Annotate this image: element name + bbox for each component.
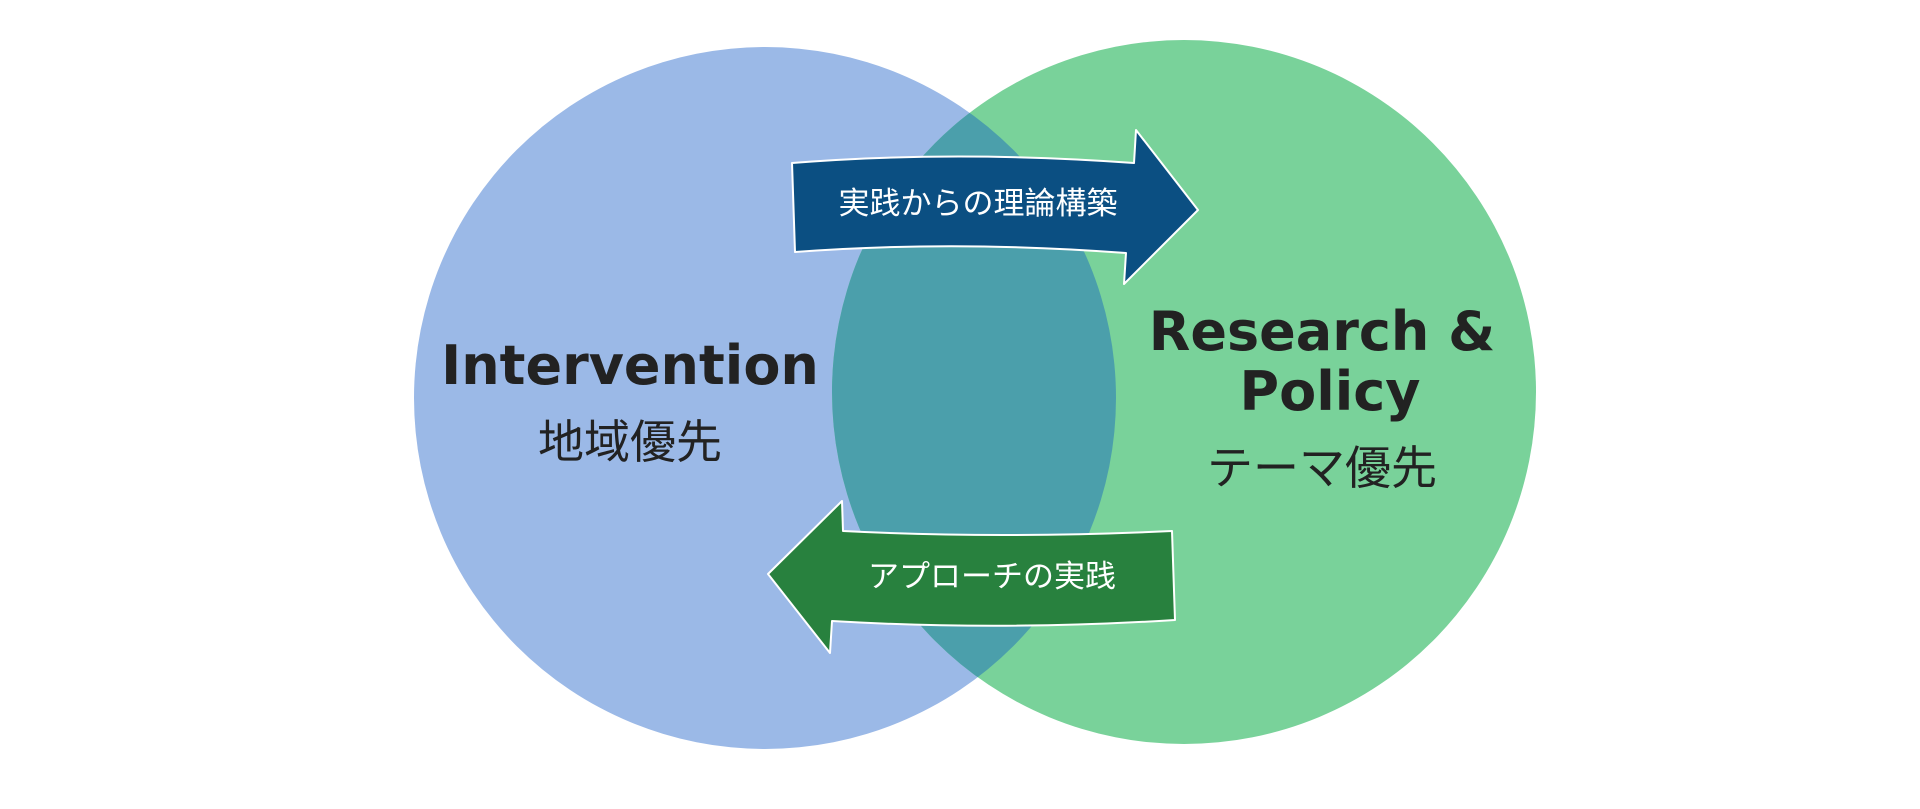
arrow-top-label: 実践からの理論構築: [839, 186, 1118, 222]
intervention-title: Intervention: [441, 334, 819, 397]
research-policy-title-line1: Research &: [1149, 300, 1495, 363]
arrow-approach-practice: [767, 500, 1176, 654]
research-policy-title-line2: Policy: [1240, 360, 1421, 423]
arrow-bottom-label: アプローチの実践: [868, 559, 1116, 595]
research-policy-subtitle: テーマ優先: [1207, 441, 1437, 495]
arrow-practice-to-theory: [791, 129, 1199, 285]
intervention-subtitle: 地域優先: [538, 415, 722, 469]
